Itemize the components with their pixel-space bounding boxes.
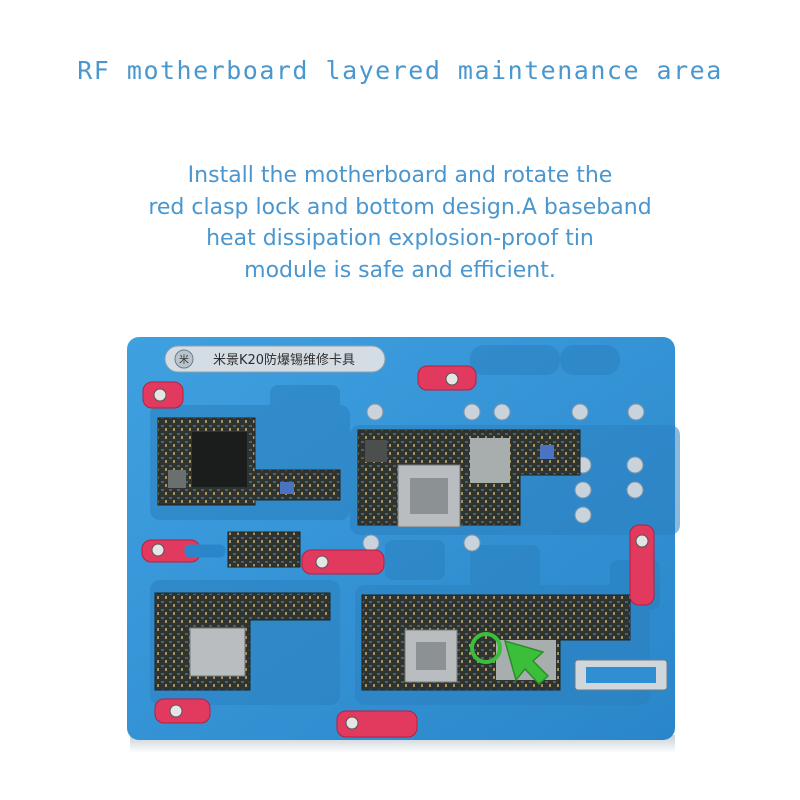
- description: Install the motherboard and rotate the r…: [40, 160, 760, 286]
- plate-pins: [362, 403, 645, 552]
- clasp-lock-icon: [336, 710, 418, 738]
- clasp-lock-icon: [154, 698, 211, 724]
- plate-label-text: 米景K20防爆锡维修卡具: [213, 352, 355, 368]
- pointer-arrow-icon: [503, 639, 550, 686]
- circuit-board: [154, 592, 331, 691]
- metal-bracket: [574, 659, 668, 691]
- plate-label: 米 米景K20防爆锡维修卡具: [164, 345, 386, 373]
- clasp-lock-icon: [417, 365, 477, 391]
- description-line: heat dissipation explosion-proof tin: [206, 226, 594, 251]
- clasp-lock-icon: [142, 381, 184, 409]
- clasps: [141, 365, 655, 738]
- description-line: red clasp lock and bottom design.A baseb…: [148, 194, 652, 220]
- circuit-board: [157, 417, 341, 506]
- clasp-lock-icon: [301, 549, 385, 575]
- description-line: module is safe and efficient.: [244, 257, 556, 283]
- circuit-board: [357, 429, 581, 528]
- plate-logo: 米: [179, 353, 189, 366]
- clasp-lock-icon: [629, 524, 655, 606]
- baseband-module: [227, 531, 301, 568]
- clasp-lock-icon: [141, 539, 226, 563]
- description-line: Install the motherboard and rotate the: [187, 163, 613, 188]
- heading: RF motherboard layered maintenance area: [77, 56, 723, 85]
